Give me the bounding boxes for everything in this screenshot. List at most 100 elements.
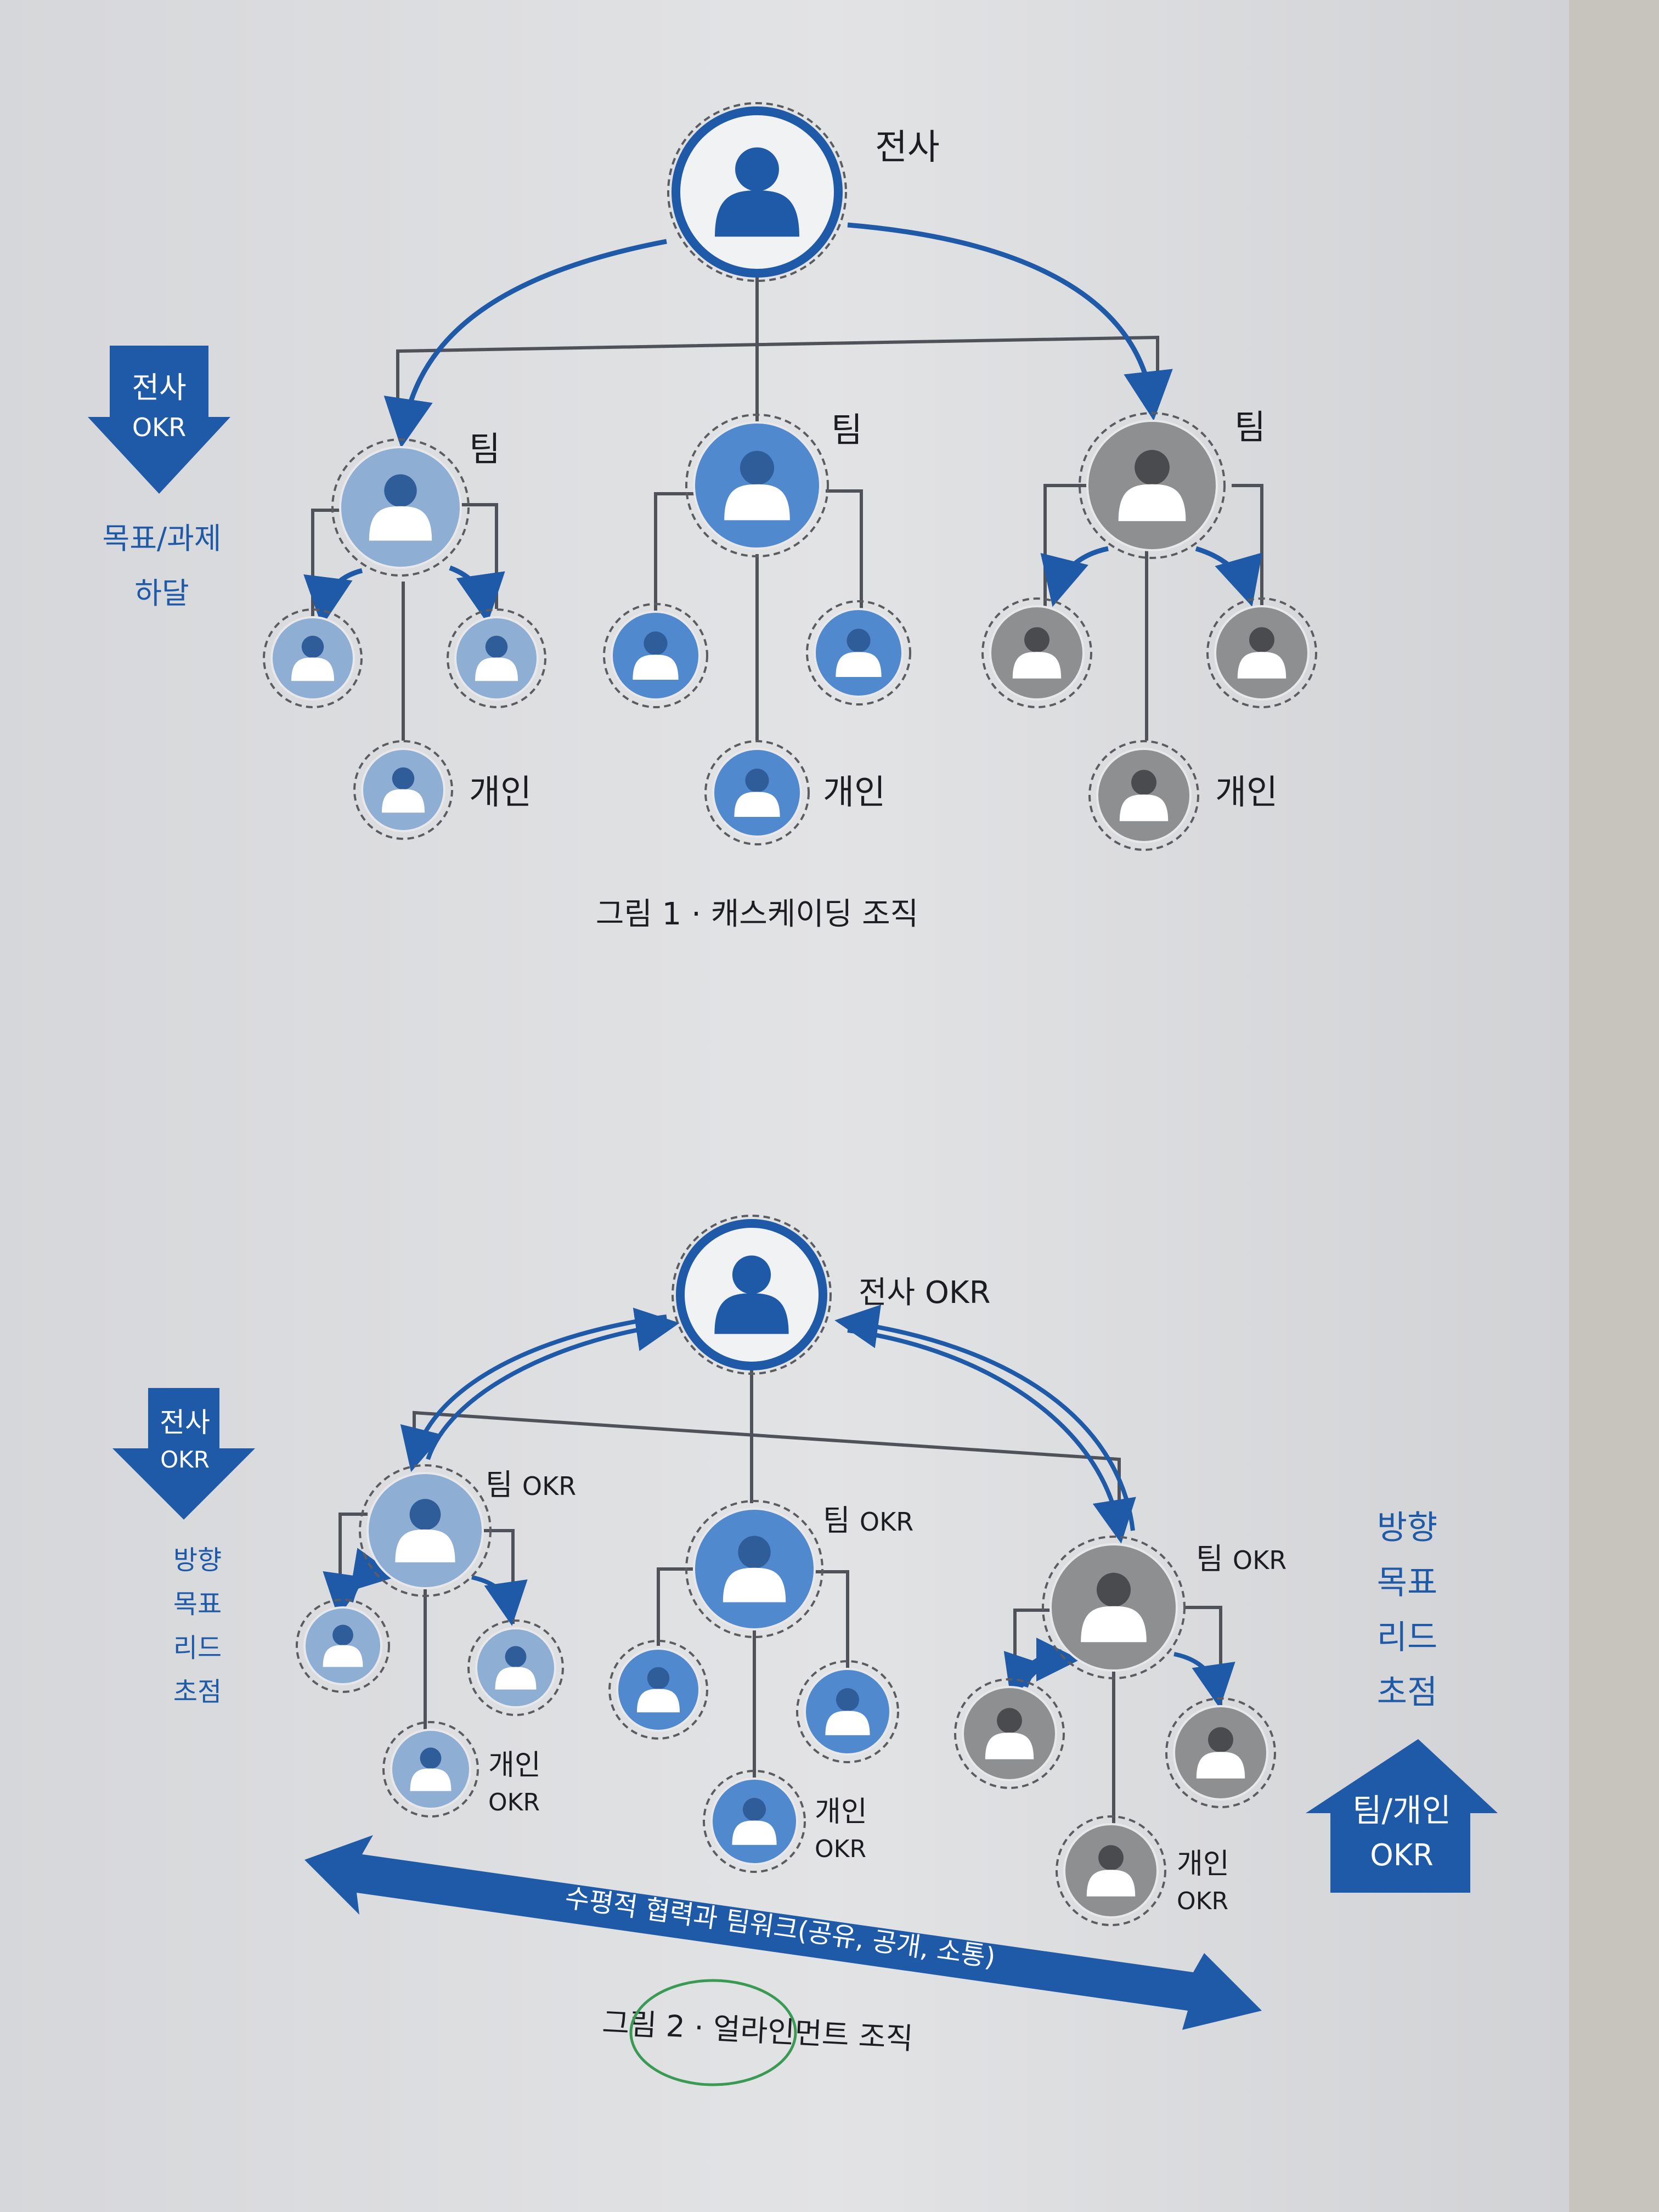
individual-okr-right-2: OKR bbox=[1177, 1887, 1228, 1915]
team-left-arrow-up bbox=[349, 1548, 397, 1603]
person-icon bbox=[382, 767, 425, 813]
person-icon bbox=[836, 629, 882, 677]
person-icon bbox=[495, 1646, 537, 1690]
member-okr-mid-a-dashed-ring bbox=[608, 1640, 708, 1740]
align-arrow-right-up bbox=[834, 1305, 1135, 1531]
team-node-mid-dashed-ring bbox=[685, 414, 829, 557]
team-okr-node-left-dashed-ring bbox=[359, 1464, 492, 1597]
team-label-mid: 팀 bbox=[831, 410, 862, 450]
pen-circle-mark bbox=[629, 1979, 797, 2086]
person-icon bbox=[734, 769, 780, 817]
person-icon bbox=[323, 1624, 363, 1667]
person-icon bbox=[714, 1255, 789, 1334]
person-icon bbox=[369, 474, 432, 541]
team-okr-right-word: 팀 bbox=[1196, 1542, 1223, 1576]
figure-2-alignment-arrows bbox=[323, 1305, 1235, 1708]
person-icon bbox=[732, 1798, 777, 1845]
team-mid-branch-right bbox=[812, 1570, 849, 1671]
person-icon bbox=[1118, 450, 1186, 521]
team-okr-node-right bbox=[1042, 1536, 1186, 1679]
member-node-right-a-dashed-ring bbox=[981, 597, 1092, 708]
team-okr-label-mid: 팀 OKR bbox=[823, 1503, 913, 1538]
align-arrow-right-down bbox=[847, 1328, 1136, 1544]
team-left-arrow-right bbox=[449, 565, 505, 624]
individual-okr-left-2: OKR bbox=[488, 1788, 540, 1816]
team-right-arrow-up bbox=[1024, 1638, 1080, 1688]
individual-okr-left-1: 개인 bbox=[488, 1749, 541, 1782]
left-arrow-label-2: OKR bbox=[160, 1446, 210, 1473]
person-icon bbox=[637, 1667, 680, 1713]
person-icon bbox=[723, 1536, 786, 1602]
down-arrow-label-2: OKR bbox=[132, 413, 186, 442]
align-arrow-left-down bbox=[400, 1314, 667, 1472]
team-node-mid bbox=[685, 414, 829, 557]
member-okr-left-c-dashed-ring bbox=[382, 1721, 479, 1818]
person-icon bbox=[1196, 1727, 1245, 1779]
member-node-left-b bbox=[447, 608, 546, 708]
team-okr-right-okr: OKR bbox=[1233, 1545, 1286, 1575]
team-node-right-dashed-ring bbox=[1079, 412, 1226, 559]
side-text-line-1: 목표/과제 bbox=[103, 521, 222, 556]
member-node-right-b bbox=[1206, 597, 1317, 708]
person-icon bbox=[715, 147, 799, 237]
person-icon bbox=[1119, 770, 1169, 821]
member-okr-mid-c bbox=[703, 1770, 806, 1873]
right-text-1: 방향 bbox=[1377, 1509, 1437, 1547]
member-okr-mid-a bbox=[608, 1640, 708, 1740]
member-node-left-c-dashed-ring bbox=[353, 740, 453, 840]
member-node-right-a bbox=[981, 597, 1092, 708]
team-right-arrow-left bbox=[1040, 546, 1109, 607]
person-icon bbox=[825, 1688, 870, 1735]
right-text-4: 초점 bbox=[1377, 1673, 1437, 1712]
member-okr-right-a bbox=[954, 1678, 1065, 1789]
team-okr-label-left: 팀 OKR bbox=[486, 1468, 576, 1502]
figure-1-cascade-arrows bbox=[303, 222, 1262, 627]
member-node-right-c-dashed-ring bbox=[1088, 740, 1199, 851]
member-okr-left-c bbox=[382, 1721, 479, 1818]
member-okr-mid-c-dashed-ring bbox=[703, 1770, 806, 1873]
team-okr-node-mid bbox=[685, 1500, 823, 1638]
right-text-2: 목표 bbox=[1377, 1564, 1437, 1602]
person-icon bbox=[1012, 627, 1062, 679]
company-node bbox=[667, 102, 847, 282]
member-okr-mid-b-dashed-ring bbox=[796, 1660, 899, 1763]
team-node-right bbox=[1079, 412, 1226, 559]
person-icon bbox=[291, 635, 334, 681]
down-arrow-icon: 전사 OKR bbox=[88, 346, 230, 494]
individual-okr-mid-2: OKR bbox=[815, 1835, 866, 1863]
team-okr-node-right-dashed-ring bbox=[1042, 1536, 1186, 1679]
member-okr-right-b bbox=[1165, 1697, 1276, 1808]
member-okr-left-a bbox=[296, 1599, 390, 1693]
member-node-left-a-dashed-ring bbox=[263, 608, 363, 708]
individual-label-right: 개인 bbox=[1215, 772, 1278, 812]
member-okr-right-b-dashed-ring bbox=[1165, 1697, 1276, 1808]
side-text-line-2: 하달 bbox=[134, 576, 189, 611]
member-node-mid-c bbox=[704, 740, 810, 845]
member-node-mid-b bbox=[806, 600, 911, 706]
figure-1-caption: 그림 1 · 캐스케이딩 조직 bbox=[596, 896, 918, 932]
person-icon bbox=[410, 1747, 452, 1791]
person-icon bbox=[1081, 1572, 1147, 1643]
company-okr-node bbox=[672, 1215, 832, 1375]
member-okr-left-a-dashed-ring bbox=[296, 1599, 390, 1693]
team-left-arrow-left bbox=[303, 568, 363, 627]
member-node-right-c bbox=[1088, 740, 1199, 851]
team-okr-node-left bbox=[359, 1464, 492, 1597]
down-arrow-icon: 전사 OKR bbox=[112, 1388, 255, 1520]
right-text-3: 리드 bbox=[1377, 1618, 1437, 1657]
member-node-mid-b-dashed-ring bbox=[806, 600, 911, 706]
member-okr-right-c bbox=[1056, 1815, 1166, 1926]
team-okr-left-word: 팀 bbox=[486, 1468, 513, 1502]
member-node-mid-a bbox=[603, 603, 708, 708]
member-okr-right-c-dashed-ring bbox=[1056, 1815, 1166, 1926]
right-arrow-label-1: 팀/개인 bbox=[1352, 1792, 1451, 1829]
person-icon bbox=[1086, 1845, 1136, 1897]
book-edge bbox=[1569, 0, 1659, 2212]
team-okr-mid-okr: OKR bbox=[860, 1507, 913, 1537]
down-arrow-label-1: 전사 bbox=[132, 370, 186, 405]
team-label-right: 팀 bbox=[1234, 407, 1266, 447]
person-icon bbox=[395, 1499, 455, 1562]
left-text-2: 목표 bbox=[173, 1589, 222, 1620]
member-node-mid-c-dashed-ring bbox=[704, 740, 810, 845]
